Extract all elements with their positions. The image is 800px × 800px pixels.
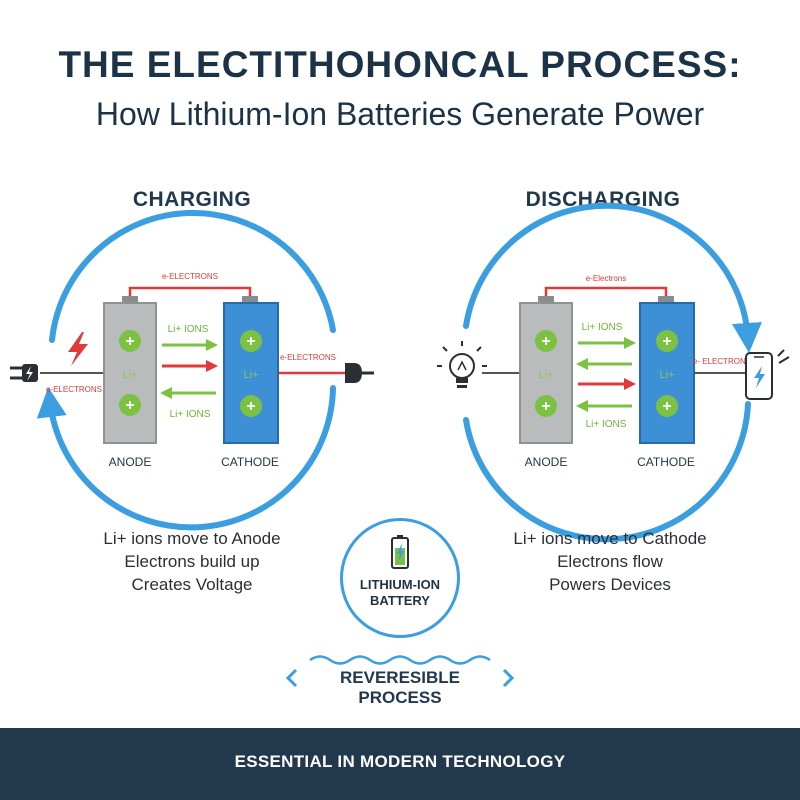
plug-icon — [10, 364, 38, 382]
discharging-anode-label: ANODE — [525, 455, 568, 469]
charging-anode-plus-top: + — [119, 330, 141, 352]
page-title: THE ELECTITHOHONCAL PROCESS: — [58, 44, 742, 85]
charging-anode-cell — [103, 302, 157, 444]
discharging-cathode-cell — [639, 302, 695, 444]
charging-cathode-plus-bottom: + — [240, 395, 262, 417]
discharging-panel: + + + + e-Electrons e- ELECTRONS Li+ ION… — [437, 202, 790, 543]
svg-text:+: + — [125, 397, 134, 414]
discharging-caption: Li+ ions move to Cathode Electrons flow … — [480, 527, 740, 596]
charging-electron-left-label: e-ELECTRONS — [46, 385, 102, 394]
discharging-ion-bottom-label: Li+ IONS — [586, 419, 627, 430]
charging-electron-top-label: e-ELECTRONS — [162, 272, 218, 281]
charging-anode-li-label: Li+ — [123, 369, 138, 381]
discharging-cathode-plus-bottom: + — [656, 395, 678, 417]
light-bulb-icon — [437, 341, 487, 388]
charging-anode-plus-bottom: + — [119, 394, 141, 416]
smartphone-icon — [745, 349, 790, 400]
svg-text:+: + — [541, 398, 550, 415]
charging-heading: CHARGING — [132, 188, 252, 211]
charging-caption-line: Li+ ions move to Anode — [103, 529, 281, 548]
discharging-electron-top-label: e-Electrons — [586, 274, 626, 283]
battery-badge-line2: BATTERY — [370, 593, 430, 608]
discharging-heading: DISCHARGING — [525, 188, 681, 211]
discharging-anode-li-label: Li+ — [539, 369, 554, 381]
charging-caption-line: Electrons build up — [124, 552, 260, 571]
charging-cycle-arrow-bottom — [36, 385, 336, 531]
lightning-icon — [68, 332, 88, 366]
charging-electron-wire-top — [128, 286, 252, 296]
lithium-ion-battery-badge: LITHIUM-ION BATTERY — [340, 518, 460, 638]
svg-text:+: + — [541, 333, 550, 350]
chevron-right-icon — [502, 668, 515, 688]
discharging-caption-line: Li+ ions move to Cathode — [513, 529, 707, 548]
charging-anode-label: ANODE — [109, 455, 152, 469]
chevron-left-icon — [285, 668, 298, 688]
svg-text:+: + — [246, 333, 255, 350]
charging-cathode-cell — [223, 302, 279, 444]
svg-text:+: + — [662, 398, 671, 415]
charging-ion-bottom-label: Li+ IONS — [170, 409, 211, 420]
discharging-anode-plus-bottom: + — [535, 395, 557, 417]
battery-badge-line1: LITHIUM-ION — [359, 577, 441, 592]
discharging-cycle-arrow-bottom — [463, 401, 751, 543]
svg-text:+: + — [662, 333, 671, 350]
footer-text: ESSENTIAL IN MODERN TECHNOLOGY — [234, 752, 566, 771]
discharging-anode-cell — [519, 302, 573, 444]
discharging-cycle-arrow-top — [463, 202, 762, 353]
charging-cathode-label: CATHODE — [221, 455, 279, 469]
discharging-electron-wire-top — [544, 286, 668, 296]
charging-cycle-arrow-top — [49, 209, 336, 343]
reversible-process-label: REVERESIBLE PROCESS — [340, 668, 460, 707]
charging-anode-cap — [122, 296, 138, 303]
discharging-anode-cap — [538, 296, 554, 303]
discharging-caption-line: Electrons flow — [557, 552, 663, 571]
svg-text:+: + — [125, 333, 134, 350]
battery-badge-label: LITHIUM-ION BATTERY — [343, 577, 457, 609]
discharging-cathode-plus-top: + — [656, 330, 678, 352]
charging-caption-line: Creates Voltage — [131, 575, 253, 594]
charging-cathode-plus-top: + — [240, 330, 262, 352]
discharging-cathode-li-label: Li+ — [660, 369, 675, 381]
footer-bar: ESSENTIAL IN MODERN TECHNOLOGY — [0, 728, 800, 800]
charging-ion-top-label: Li+ IONS — [168, 324, 209, 335]
discharging-caption-line: Powers Devices — [549, 575, 671, 594]
discharging-anode-plus-top: + — [535, 330, 557, 352]
discharging-ion-top-label: Li+ IONS — [582, 322, 623, 333]
discharging-cathode-cap — [658, 296, 674, 303]
reversible-wave-line — [309, 655, 491, 665]
charging-panel: + + + + e-ELECTRONS e-ELECTRONS e-ELECTR… — [10, 209, 374, 531]
charging-cathode-li-label: Li+ — [244, 369, 259, 381]
charging-caption: Li+ ions move to Anode Electrons build u… — [62, 527, 322, 596]
svg-text:+: + — [246, 398, 255, 415]
charging-electron-right-label: e-ELECTRONS — [280, 353, 336, 362]
discharging-electron-right-label: e- ELECTRONS — [693, 357, 751, 366]
discharging-cathode-label: CATHODE — [637, 455, 695, 469]
plug-icon — [345, 363, 374, 383]
page-subtitle: How Lithium-Ion Batteries Generate Power — [95, 96, 705, 132]
charging-cathode-cap — [242, 296, 258, 303]
